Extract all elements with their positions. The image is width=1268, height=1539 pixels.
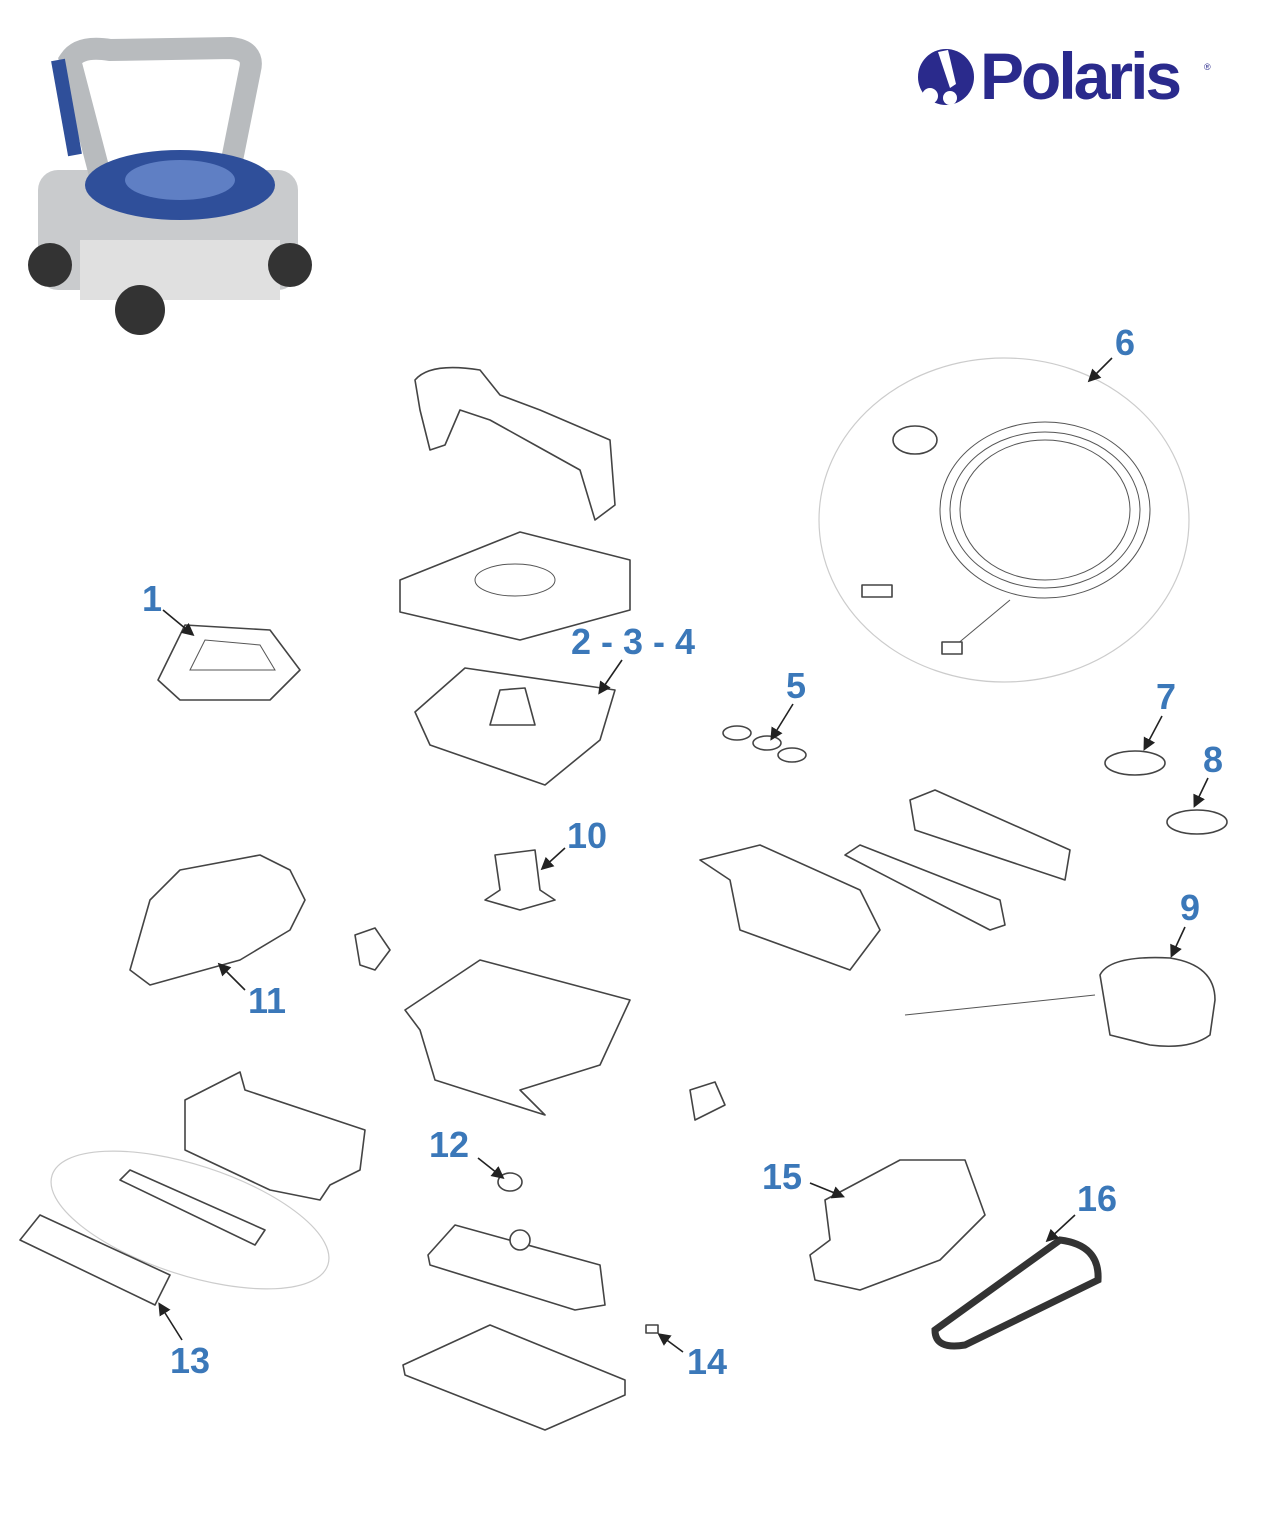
control-box-part-9: [904, 956, 1216, 1048]
side-frame-part: [699, 844, 881, 971]
callout-5: 5: [785, 665, 807, 706]
brand-name: Polaris: [980, 39, 1182, 113]
callout-14: 14: [686, 1341, 728, 1382]
registered-mark: ®: [1204, 62, 1211, 72]
callout-16: 16: [1076, 1178, 1118, 1219]
leader-lines: [158, 357, 1209, 1353]
polaris-emblem-icon: [918, 49, 974, 105]
bumper-part: [184, 1071, 366, 1201]
callout-12: 12: [428, 1124, 470, 1165]
callout-8: 8: [1202, 739, 1224, 780]
top-cover-part: [399, 531, 631, 641]
top-lid-part-1: [157, 624, 301, 701]
body-part: [354, 927, 726, 1121]
impeller-part-10: [484, 849, 556, 911]
track-part-16: [931, 1236, 1102, 1350]
handle-part: [414, 366, 616, 521]
clips-part-8: [1166, 809, 1228, 835]
bottom-plate-part: [402, 1324, 626, 1431]
clip-part-14: [645, 1324, 659, 1334]
callout-10: 10: [566, 815, 608, 856]
brush-roller-kit-part-13: [19, 1150, 330, 1306]
filter-basket-part: [414, 667, 616, 786]
polaris-logo: Polaris ®: [916, 39, 1216, 113]
motor-block-part-11: [129, 854, 306, 986]
callout-1: 1: [141, 578, 163, 619]
callout-13: 13: [169, 1340, 211, 1381]
power-cable-kit-part-6: [818, 357, 1190, 683]
callout-15: 15: [761, 1156, 803, 1197]
callout-7: 7: [1155, 676, 1177, 717]
callout-2-3-4: 2 - 3 - 4: [570, 621, 696, 662]
callout-9: 9: [1179, 887, 1201, 928]
wheels-part-5: [722, 725, 807, 763]
brush-part: [844, 789, 1071, 931]
clips-part-7: [1104, 750, 1166, 776]
robot-cleaner-photo: [28, 36, 312, 335]
pump-motor-part: [427, 1224, 606, 1311]
callout-11: 11: [247, 980, 287, 1021]
motor-block-part-15: [809, 1159, 986, 1291]
callout-6: 6: [1114, 322, 1136, 363]
